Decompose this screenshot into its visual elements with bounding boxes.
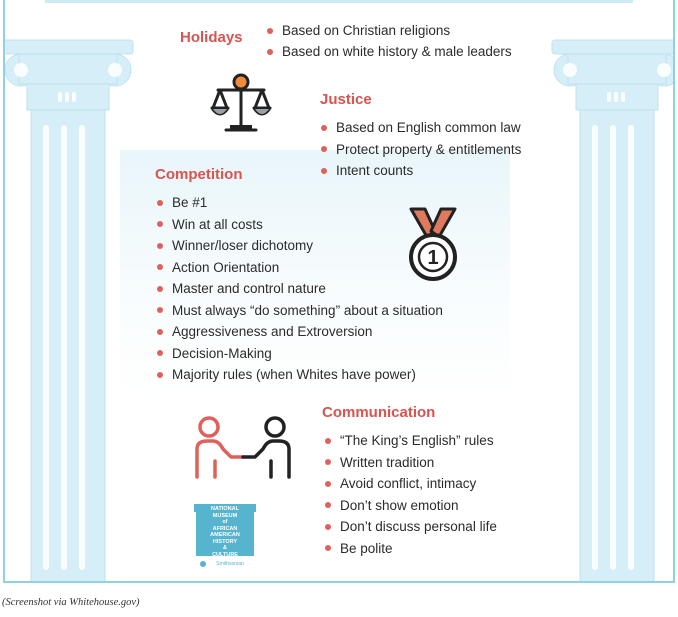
justice-list: Based on English common law Protect prop… (321, 117, 521, 182)
list-item: Majority rules (when Whites have power) (157, 364, 443, 386)
logo-line: HISTORY (212, 538, 238, 545)
communication-heading: Communication (322, 404, 436, 421)
people-handshake-icon (195, 416, 291, 479)
list-item: Based on Christian religions (267, 20, 512, 41)
museum-logo-text: NATIONAL MUSEUM of AFRICAN AMERICAN HIST… (198, 506, 252, 558)
list-item: Don’t discuss personal life (325, 516, 497, 538)
list-item: Based on English common law (321, 117, 521, 139)
list-item: Win at all costs (157, 214, 443, 236)
competition-heading: Competition (155, 166, 243, 183)
logo-line: & (223, 545, 227, 551)
list-item: Be #1 (157, 192, 443, 214)
holidays-list: Based on Christian religions Based on wh… (267, 20, 512, 62)
logo-line: NATIONAL (210, 506, 239, 512)
list-item: Must always “do something” about a situa… (157, 300, 443, 322)
list-item: Written tradition (325, 452, 497, 474)
logo-line: of (222, 519, 228, 525)
holidays-heading: Holidays (180, 29, 243, 46)
list-item: Aggressiveness and Extroversion (157, 321, 443, 343)
scales-of-justice-icon (210, 73, 272, 132)
logo-line: CULTURE (212, 551, 238, 558)
smithsonian-sun-icon (200, 561, 206, 567)
greek-column-icon (551, 39, 673, 581)
list-item: Protect property & entitlements (321, 139, 521, 161)
infographic-frame (3, 0, 675, 583)
museum-logo (194, 504, 256, 556)
list-item: “The King’s English” rules (325, 430, 497, 452)
smithsonian-label: Smithsonian (216, 561, 244, 567)
medal-number: 1 (427, 247, 438, 269)
list-item: Winner/loser dichotomy (157, 235, 443, 257)
greek-column-icon (5, 39, 134, 581)
list-item: Master and control nature (157, 278, 443, 300)
logo-line: MUSEUM (212, 512, 238, 519)
competition-list: Be #1 Win at all costs Winner/loser dich… (157, 192, 443, 386)
logo-line: AFRICAN (212, 525, 238, 532)
top-border (45, 0, 633, 3)
image-caption: (Screenshot via Whitehouse.gov) (2, 597, 140, 608)
list-item: Intent counts (321, 160, 521, 182)
list-item: Action Orientation (157, 257, 443, 279)
justice-heading: Justice (320, 91, 372, 108)
list-item: Decision-Making (157, 343, 443, 365)
list-item: Based on white history & male leaders (267, 41, 512, 62)
communication-list: “The King’s English” rules Written tradi… (325, 430, 497, 559)
logo-line: AMERICAN (210, 532, 240, 538)
list-item: Be polite (325, 538, 497, 560)
list-item: Avoid conflict, intimacy (325, 473, 497, 495)
first-place-medal-icon: 1 (409, 207, 457, 281)
list-item: Don’t show emotion (325, 495, 497, 517)
